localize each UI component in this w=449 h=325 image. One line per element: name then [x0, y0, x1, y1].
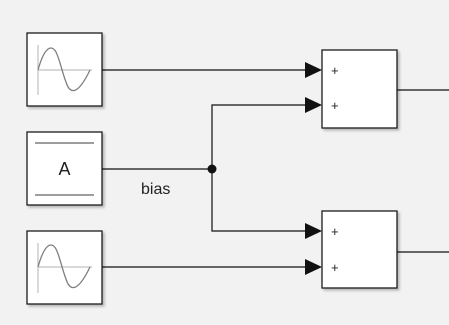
arrowheads	[305, 62, 322, 275]
add-top-port1-sign: +	[331, 63, 339, 78]
signal-bias-to-add-top[interactable]	[211, 104, 305, 169]
arrowhead-add-top-in2	[305, 97, 322, 113]
arrowhead-add-bottom-in2	[305, 259, 322, 275]
sine-wave-icon	[37, 243, 92, 293]
branch-point[interactable]	[207, 164, 217, 174]
arrowhead-add-bottom-in1	[305, 223, 322, 239]
sine-wave-icon	[37, 45, 92, 95]
add-top-port2-sign: +	[331, 98, 339, 113]
signal-lines	[102, 69, 449, 268]
bias-signal-label[interactable]: bias	[141, 181, 170, 198]
constant-block[interactable]: A	[26, 131, 103, 206]
add-bottom-port1-sign: +	[331, 224, 339, 239]
add-bottom-port2-sign: +	[331, 260, 339, 275]
sine-wave-block-bottom[interactable]	[26, 230, 103, 305]
arrowhead-add-top-in1	[305, 62, 322, 78]
add-block-top[interactable]: + +	[321, 49, 398, 129]
sine-wave-block-top[interactable]	[26, 32, 103, 107]
signal-bias-to-add-bottom[interactable]	[211, 169, 305, 232]
add-block-bottom[interactable]: + +	[321, 210, 398, 289]
constant-value-label: A	[58, 159, 70, 179]
